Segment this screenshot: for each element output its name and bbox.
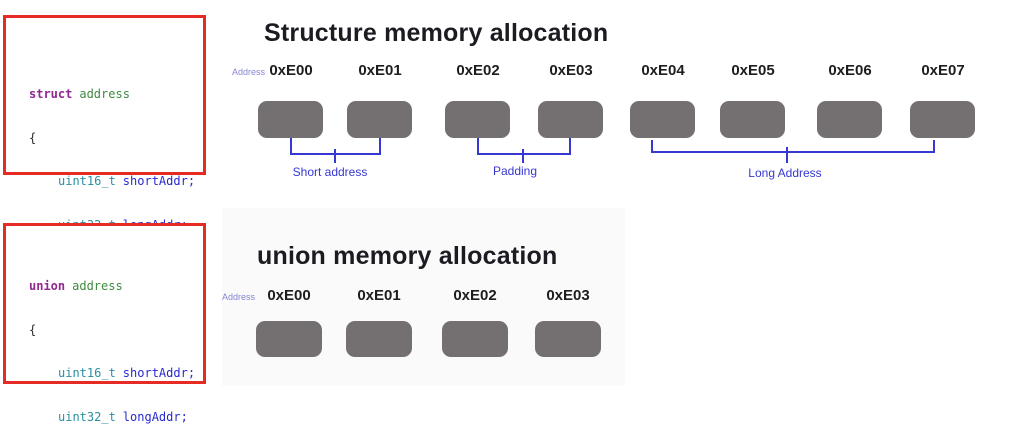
field-name: shortAddr; bbox=[122, 366, 196, 380]
long-address-label: Long Address bbox=[748, 166, 822, 180]
code-line: { bbox=[29, 131, 203, 146]
memory-cell bbox=[256, 321, 322, 357]
address-value: 0xE03 bbox=[546, 287, 590, 304]
memory-cell bbox=[910, 101, 975, 138]
memory-cell bbox=[347, 101, 412, 138]
address-value: 0xE01 bbox=[358, 62, 402, 79]
field-type: uint16_t bbox=[58, 366, 116, 380]
memory-cell bbox=[258, 101, 323, 138]
address-value: 0xE02 bbox=[456, 62, 500, 79]
address-value: 0xE01 bbox=[357, 287, 401, 304]
code-line: { bbox=[29, 323, 203, 338]
struct-name: address bbox=[79, 87, 130, 101]
short-address-label: Short address bbox=[292, 165, 368, 179]
padding-bracket bbox=[477, 138, 571, 155]
memory-cell bbox=[445, 101, 510, 138]
union-address-label: Address bbox=[222, 292, 256, 302]
address-value: 0xE03 bbox=[549, 62, 593, 79]
field-type: uint32_t bbox=[58, 409, 116, 424]
code-line: uint16_t shortAddr; bbox=[29, 366, 203, 381]
memory-cell bbox=[535, 321, 601, 357]
field-type: uint16_t bbox=[58, 174, 116, 188]
memory-cell bbox=[817, 101, 882, 138]
memory-cell bbox=[442, 321, 508, 357]
long-address-bracket bbox=[651, 140, 935, 153]
address-value: 0xE06 bbox=[828, 62, 872, 79]
code-line: union address bbox=[29, 279, 203, 294]
open-brace: { bbox=[29, 322, 37, 337]
long-address-bracket-tick bbox=[786, 147, 788, 163]
address-value: 0xE07 bbox=[921, 62, 965, 79]
union-code: union address { uint16_t shortAddr; uint32… bbox=[6, 226, 203, 438]
address-value: 0xE02 bbox=[453, 287, 497, 304]
padding-bracket-tick bbox=[522, 149, 524, 163]
structure-address-label: Address bbox=[232, 67, 266, 77]
union-keyword: union bbox=[29, 279, 66, 293]
structure-section-title: Structure memory allocation bbox=[264, 19, 609, 47]
address-value: 0xE05 bbox=[731, 62, 775, 79]
code-line: uint32_t longAddr; bbox=[29, 410, 203, 425]
union-name: address bbox=[72, 279, 123, 293]
address-value: 0xE00 bbox=[267, 287, 311, 304]
union-section-title: union memory allocation bbox=[257, 242, 558, 270]
memory-cell bbox=[346, 321, 412, 357]
memory-cell bbox=[538, 101, 603, 138]
address-value: 0xE00 bbox=[269, 62, 313, 79]
union-code-panel: union address { uint16_t shortAddr; uint32… bbox=[3, 223, 206, 424]
short-address-bracket-tick bbox=[334, 149, 336, 163]
struct-keyword: struct bbox=[29, 87, 73, 101]
padding-label: Padding bbox=[492, 164, 538, 178]
code-line: struct address bbox=[29, 87, 203, 102]
memory-cell bbox=[630, 101, 695, 138]
field-name: longAddr; bbox=[122, 409, 188, 424]
field-name: shortAddr; bbox=[122, 174, 196, 188]
open-brace: { bbox=[29, 130, 37, 145]
address-value: 0xE04 bbox=[641, 62, 685, 79]
code-line: uint16_t shortAddr; bbox=[29, 174, 203, 189]
memory-cell bbox=[720, 101, 785, 138]
